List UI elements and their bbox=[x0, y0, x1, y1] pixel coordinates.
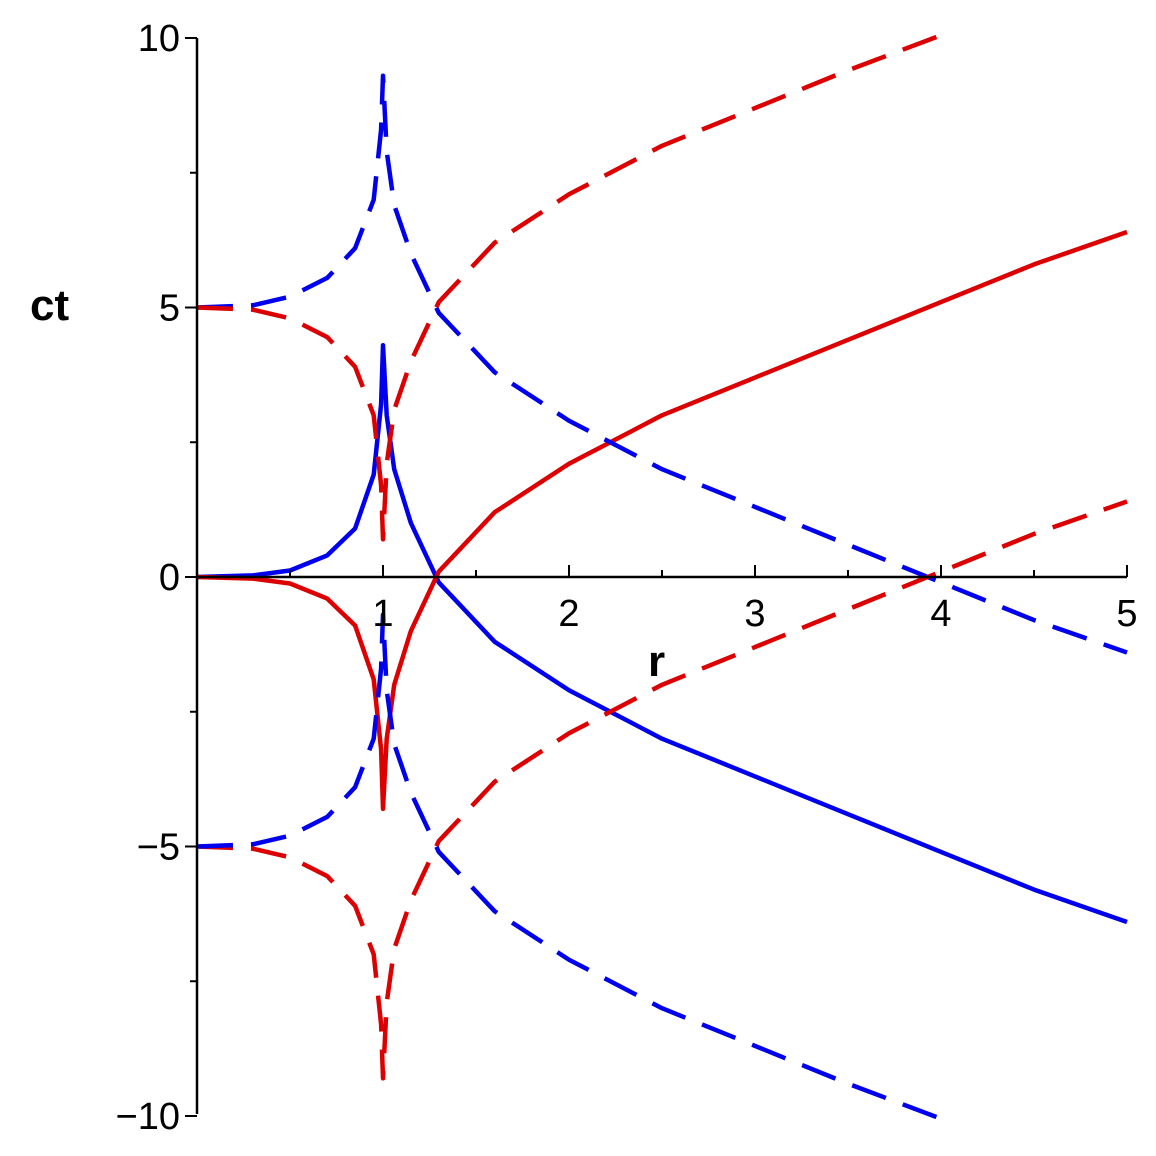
x-axis-label: r bbox=[648, 637, 665, 686]
series-red-dashed-3 bbox=[196, 33, 942, 542]
series-blue-dashed-2 bbox=[196, 73, 1128, 655]
y-tick-label: 5 bbox=[159, 288, 180, 330]
labels-layer: r ct 1 2 3 4 5 10 5 0 −5 −10 bbox=[30, 18, 1138, 1138]
y-tick-label: −10 bbox=[116, 1096, 180, 1138]
x-tick-label: 1 bbox=[372, 593, 393, 635]
x-tick-label: 3 bbox=[744, 593, 765, 635]
series-blue-dashed-5 bbox=[196, 612, 942, 1121]
x-tick-label: 2 bbox=[558, 593, 579, 635]
x-tick-label: 5 bbox=[1116, 593, 1137, 635]
series-red-dashed-4 bbox=[196, 499, 1128, 1081]
y-axis-label: ct bbox=[30, 281, 69, 330]
axes-layer bbox=[185, 37, 1128, 1117]
series-layer bbox=[196, 33, 1128, 1121]
series-blue-solid-0 bbox=[196, 342, 1128, 925]
y-tick-label: −5 bbox=[137, 827, 180, 869]
series-red-solid-1 bbox=[196, 229, 1128, 812]
y-tick-label: 0 bbox=[159, 557, 180, 599]
x-tick-label: 4 bbox=[930, 593, 951, 635]
y-tick-label: 10 bbox=[138, 18, 180, 60]
